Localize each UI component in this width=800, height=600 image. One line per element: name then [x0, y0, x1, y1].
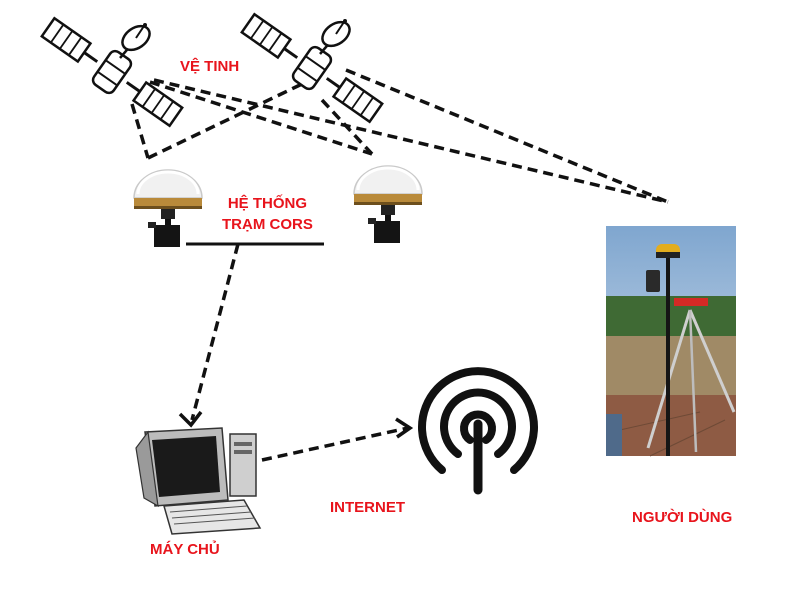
cors-label-line-2: TRẠM CORS	[222, 214, 313, 235]
wifi-antenna-icon	[422, 371, 534, 490]
internet-label: INTERNET	[330, 499, 405, 516]
cors-label-line-1: HỆ THỐNG	[222, 193, 313, 214]
cors-antenna-icon	[134, 170, 202, 247]
gnss-rover-photo	[606, 226, 736, 456]
satellite-icon	[42, 18, 182, 125]
satellite-icon	[242, 14, 382, 121]
cors-system-label: HỆ THỐNG TRẠM CORS	[222, 193, 313, 235]
user-label: NGƯỜI DÙNG	[632, 509, 732, 526]
server-label: MÁY CHỦ	[150, 541, 220, 558]
computer-icon	[136, 428, 260, 534]
cors-antenna-icon	[354, 166, 422, 243]
satellites-label: VỆ TINH	[180, 58, 239, 75]
